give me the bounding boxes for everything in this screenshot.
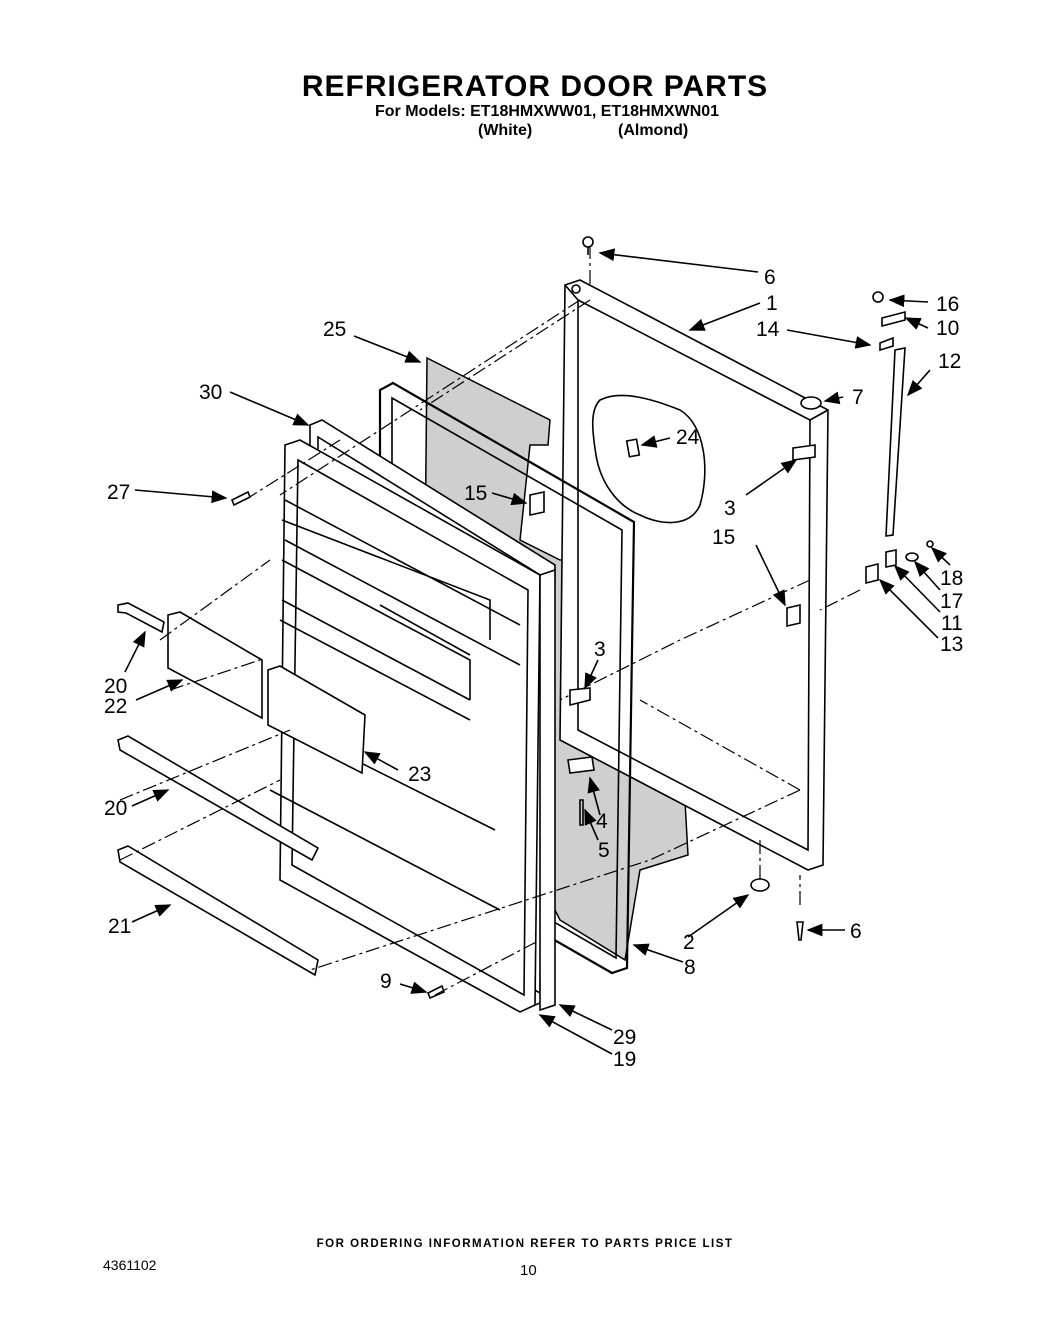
inner-door-liner	[269, 439, 541, 1013]
models-line: For Models: ET18HMXWW01, ET18HMXWN01	[375, 103, 720, 120]
callout-4: 4	[596, 810, 608, 833]
callout-24: 24	[676, 426, 700, 449]
callout-29: 29	[613, 1026, 636, 1049]
hardware-parts	[230, 236, 934, 1000]
callout-25: 25	[323, 318, 346, 341]
callout-27: 27	[107, 481, 130, 504]
callout-3-hinge: 3	[724, 497, 736, 520]
color-almond-label: (Almond)	[618, 122, 689, 139]
ordering-footer: FOR ORDERING INFORMATION REFER TO PARTS …	[316, 1238, 734, 1250]
liner-outline	[591, 394, 706, 524]
assembly-lines	[119, 245, 861, 996]
door-handle	[885, 347, 906, 537]
callout-7: 7	[852, 386, 864, 409]
callout-10: 10	[936, 317, 959, 340]
callout-numbers: 6 1 25 14 16 10 12 30 7 24 27 15 3 15 18…	[104, 266, 963, 1071]
callout-3-bracket: 3	[594, 638, 606, 661]
callout-23: 23	[408, 763, 431, 786]
callout-19: 19	[613, 1048, 636, 1071]
callout-17: 17	[940, 590, 963, 613]
callout-20-lower: 20	[104, 797, 127, 820]
shelf-23	[267, 665, 366, 775]
callout-30: 30	[199, 381, 222, 404]
callout-2: 2	[683, 931, 695, 954]
shelf-bar-lower	[117, 735, 320, 862]
callout-13: 13	[940, 633, 963, 656]
callout-6: 6	[764, 266, 776, 289]
callout-5: 5	[598, 839, 610, 862]
callout-12: 12	[938, 350, 961, 373]
color-white-label: (White)	[478, 122, 533, 139]
callout-20-upper: 20	[104, 675, 127, 698]
document-number: 4361102	[103, 1257, 157, 1273]
page-number: 10	[520, 1262, 537, 1279]
callout-22: 22	[104, 695, 127, 718]
callout-15-upper: 15	[464, 482, 487, 505]
callout-1: 1	[766, 292, 778, 315]
callout-9: 9	[380, 970, 392, 993]
callout-14: 14	[756, 318, 780, 341]
shelf-bar-upper	[117, 602, 165, 634]
shelf-front-21	[117, 845, 319, 977]
callout-8: 8	[684, 956, 696, 979]
callout-6-bottom: 6	[850, 920, 862, 943]
shelf-assemblies	[281, 519, 491, 701]
shelf-22	[167, 611, 263, 720]
callout-15-lower: 15	[712, 526, 735, 549]
callout-21: 21	[108, 915, 131, 938]
page-title: REFRIGERATOR DOOR PARTS	[301, 70, 769, 103]
callout-18: 18	[940, 567, 963, 590]
door-trim-strip	[539, 568, 556, 1012]
callout-11: 11	[941, 612, 963, 635]
callout-16: 16	[936, 293, 959, 316]
leader-lines	[124, 248, 951, 1055]
